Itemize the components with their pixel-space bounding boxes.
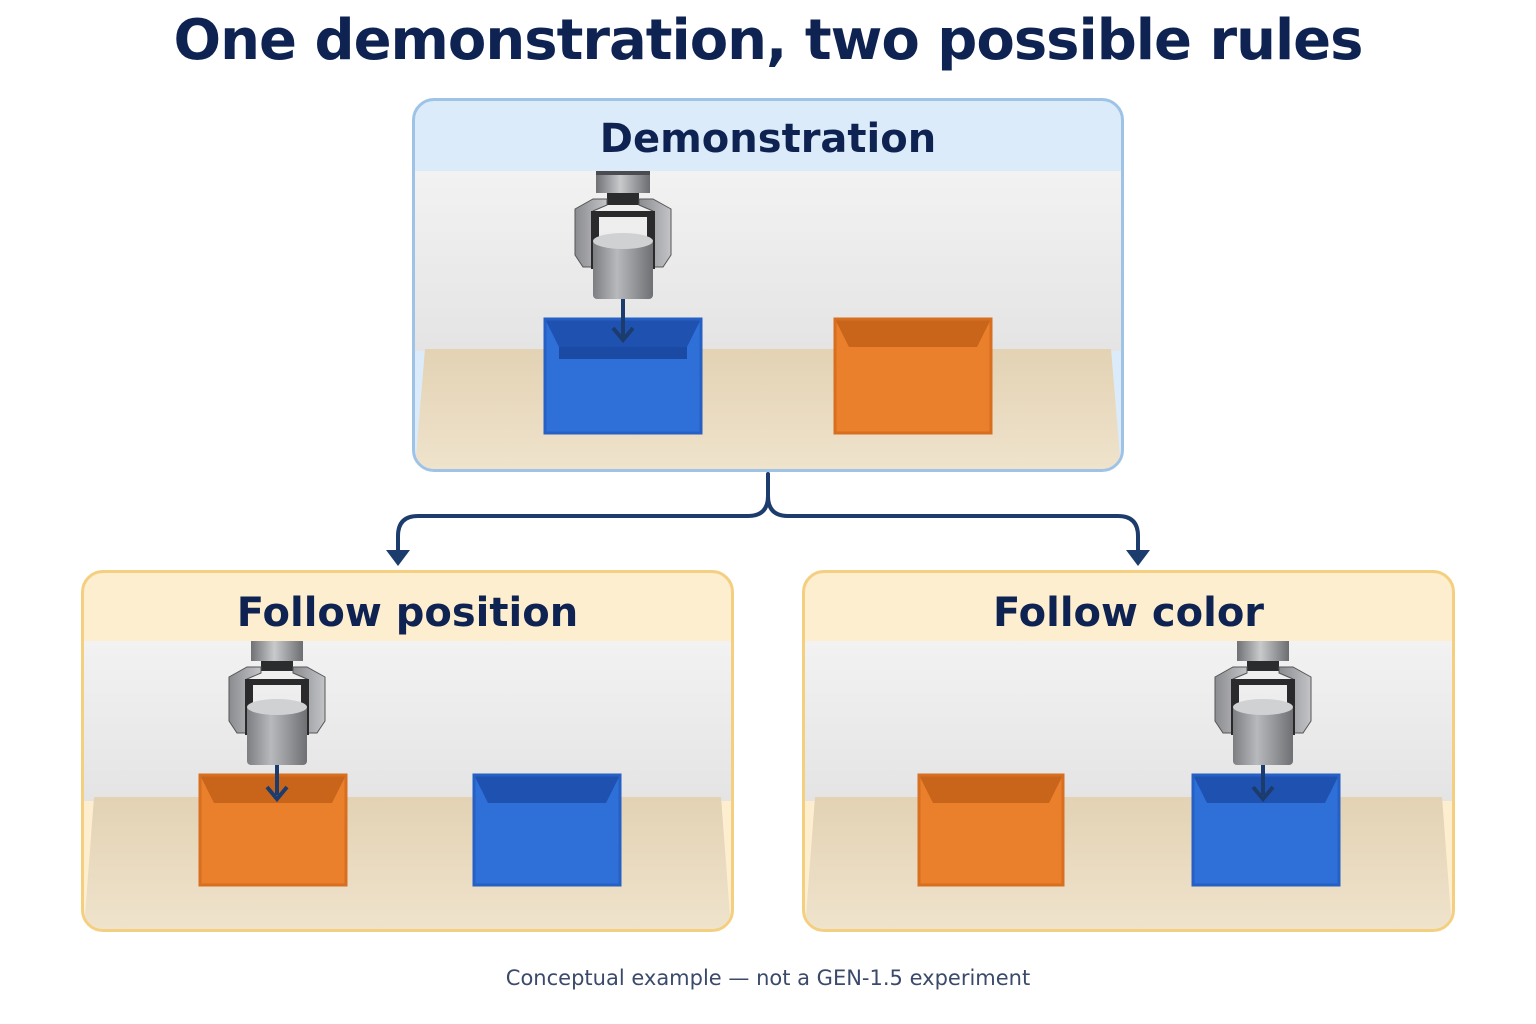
blue-box	[1191, 773, 1341, 887]
follow-color-panel: Follow color	[802, 570, 1455, 932]
blue-box	[472, 773, 622, 887]
demonstration-panel: Demonstration	[412, 98, 1124, 472]
demonstration-label: Demonstration	[599, 116, 937, 162]
follow-position-label: Follow position	[236, 590, 579, 636]
orange-box	[198, 773, 348, 887]
drop-arrow	[1251, 765, 1275, 803]
follow-position-scene	[84, 641, 731, 929]
drop-arrow	[611, 299, 635, 344]
arrow-left-head	[386, 550, 410, 566]
diagram-title: One demonstration, two possible rules	[173, 8, 1364, 73]
robot-gripper	[228, 641, 326, 765]
caption: Conceptual example — not a GEN-1.5 exper…	[505, 966, 1031, 990]
orange-box	[917, 773, 1065, 887]
orange-box	[833, 317, 993, 435]
follow-position-panel: Follow position	[81, 570, 734, 932]
follow-color-label: Follow color	[992, 590, 1265, 636]
robot-gripper	[1214, 641, 1312, 765]
drop-arrow	[265, 765, 289, 803]
blue-box	[543, 317, 703, 435]
demonstration-scene	[415, 171, 1121, 469]
follow-color-scene	[805, 641, 1452, 929]
robot-gripper	[574, 171, 672, 299]
arrow-right-head	[1126, 550, 1150, 566]
